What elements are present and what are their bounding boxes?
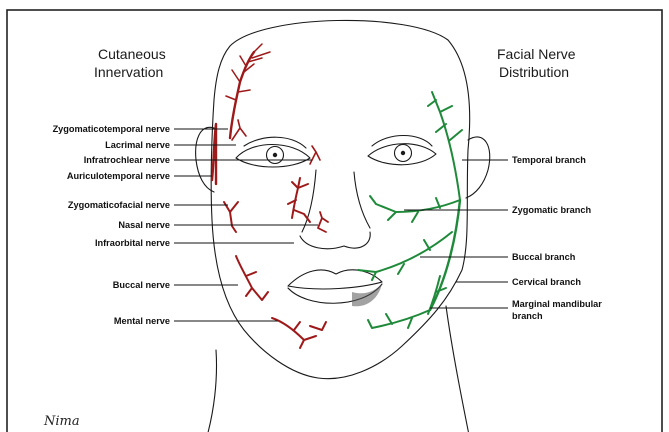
buccal-branch: [358, 232, 452, 280]
face-contour: [211, 20, 469, 378]
upper-lip: [288, 270, 382, 289]
right-ear: [466, 137, 490, 198]
label-auriculotemporal-nerve: Auriculotemporal nerve: [67, 171, 170, 181]
right-pupil: [401, 151, 405, 155]
zygomaticofacial-nerve: [224, 202, 238, 232]
label-zygomaticotemporal-nerve: Zygomaticotemporal nerve: [53, 124, 170, 134]
buccal-nerve: [236, 256, 268, 300]
left-labels: Zygomaticotemporal nerve Lacrimal nerve …: [53, 124, 318, 326]
nose-bridge: [302, 170, 316, 232]
left-pupil: [273, 153, 277, 157]
neck-left: [206, 350, 217, 432]
label-zygomaticofacial-nerve: Zygomaticofacial nerve: [68, 200, 170, 210]
neck-right: [446, 306, 470, 432]
label-buccal-branch: Buccal branch: [512, 252, 576, 262]
title-cutaneous-line1: Cutaneous: [98, 46, 166, 62]
label-buccal-nerve: Buccal nerve: [113, 280, 170, 290]
cutaneous-nerves: [212, 44, 328, 348]
nasal-nerve: [318, 212, 328, 232]
zygomaticotemporal-nerve-trunk: [230, 52, 254, 138]
temporal-branch: [428, 92, 462, 200]
nose-right-side: [354, 172, 370, 228]
artist-signature: Nima: [43, 414, 80, 429]
mental-nerve: [272, 318, 326, 348]
infraorbital-nerve: [288, 178, 310, 222]
label-cervical-branch: Cervical branch: [512, 277, 581, 287]
label-infraorbital-nerve: Infraorbital nerve: [95, 238, 170, 248]
label-lacrimal-nerve: Lacrimal nerve: [105, 140, 170, 150]
title-facial-line1: Facial Nerve: [497, 46, 576, 62]
lacrimal-nerve: [232, 120, 246, 140]
marginal-mandibular-branch: [368, 310, 430, 328]
label-marginal-mandibular-line1: Marginal mandibular: [512, 299, 602, 309]
label-mental-nerve: Mental nerve: [114, 316, 170, 326]
zygomaticotemporal-nerve-branches: [226, 44, 270, 100]
title-cutaneous-line2: Innervation: [94, 64, 163, 80]
label-infratrochlear-nerve: Infratrochlear nerve: [84, 155, 170, 165]
nose-base: [300, 232, 370, 249]
title-facial-line2: Distribution: [499, 64, 569, 80]
zygomatic-branch: [370, 196, 460, 222]
label-marginal-mandibular-line2: branch: [512, 311, 543, 321]
label-nasal-nerve: Nasal nerve: [118, 220, 170, 230]
label-temporal-branch: Temporal branch: [512, 155, 586, 165]
label-zygomatic-branch: Zygomatic branch: [512, 205, 592, 215]
infratrochlear-nerve: [310, 146, 320, 164]
